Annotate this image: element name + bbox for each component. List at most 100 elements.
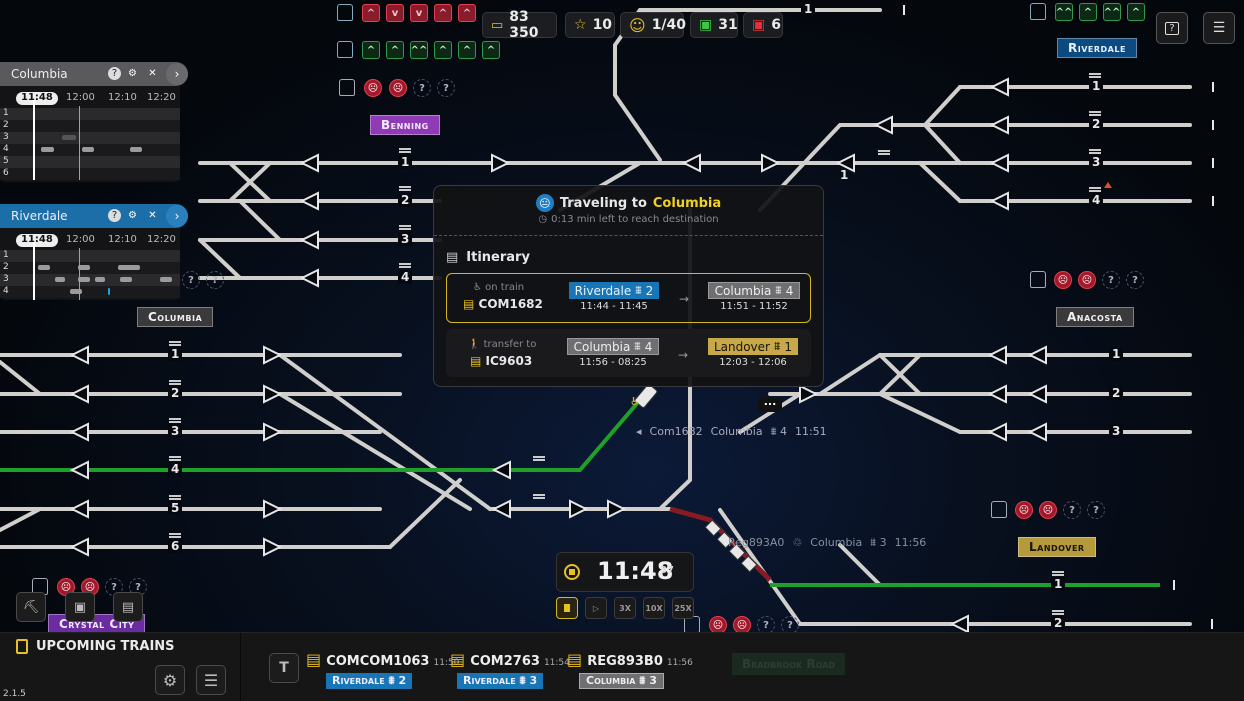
help-icon[interactable]: ? [108, 67, 121, 80]
station-label-benning[interactable]: Benning [370, 115, 440, 135]
timetable-header-riverdale[interactable]: Riverdale ? ⚙ ✕ › [0, 204, 188, 228]
play-button[interactable]: ▷ [585, 597, 607, 619]
platform-icon: ⩩ [770, 425, 777, 438]
unknown-passenger-icon: ? [413, 79, 431, 97]
help-icon: ? [1165, 21, 1179, 35]
platform-number: 3 [1089, 155, 1104, 169]
timetable-riverdale[interactable]: 11:48 12:00 12:10 12:20 1 2 3 4 [0, 228, 180, 300]
line-depot-icon[interactable] [337, 41, 353, 58]
gear-icon[interactable]: ⚙ [128, 68, 137, 79]
line-down-button[interactable]: v [410, 4, 428, 22]
line-up-button[interactable]: ^ [482, 41, 500, 59]
chip-button[interactable]: ▣ [65, 592, 95, 622]
rail-map[interactable]: ^ v v ^ ^ ^ ^ ^^ ^ ^ ^ ^^ ^ ^^ ^ ▭ 83 35… [0, 0, 1244, 632]
help-icon[interactable]: ? [108, 209, 121, 222]
station-building-icon[interactable] [1030, 271, 1046, 288]
line-up-button[interactable]: ^ [434, 4, 452, 22]
pause-button[interactable] [556, 597, 578, 619]
station-building-icon[interactable] [991, 501, 1007, 518]
line-up-button[interactable]: ^ [362, 41, 380, 59]
speed-3x-button[interactable]: 3X [614, 597, 636, 619]
game-clock: 11:48 37 [556, 552, 694, 592]
platform-number: 3 [1109, 424, 1124, 438]
recycle-icon: ♲ [792, 536, 803, 549]
itinerary-leg[interactable]: 🚶 transfer to ▤ IC9603 Columbia⩩4 11:56 … [446, 329, 811, 377]
line-double-up-button[interactable]: ^^ [410, 41, 428, 59]
platform-number: 1 [168, 347, 183, 361]
platform-marker-icon [533, 494, 545, 499]
line-up-button[interactable]: ^ [1079, 3, 1097, 21]
sad-passenger-icon: ☹ [1078, 271, 1096, 289]
stop-icon[interactable] [564, 564, 580, 580]
menu-button[interactable]: ☰ [1203, 12, 1235, 44]
platform-marker-icon [1089, 187, 1101, 192]
timetable-columbia[interactable]: 11:48 12:00 12:10 12:20 1 2 3 4 5 6 [0, 86, 180, 182]
filter-sliders-button[interactable]: ☰ [196, 665, 226, 695]
pause-icon [564, 604, 570, 612]
timetable-row: 6 [0, 168, 180, 180]
book-button[interactable]: ▤ [113, 592, 143, 622]
settings-copy-button[interactable]: ⚙ [155, 665, 185, 695]
passenger-info-popup[interactable]: 😐 Traveling to Columbia ◷0:13 min left t… [433, 185, 824, 387]
platform-marker-icon [169, 341, 181, 346]
close-icon[interactable]: ✕ [148, 210, 157, 221]
line-depot-icon[interactable] [337, 4, 353, 21]
speed-10x-button[interactable]: 10X [643, 597, 665, 619]
station-building-icon[interactable] [339, 79, 355, 96]
train-red-icon: ▣ [752, 17, 766, 33]
line-down-button[interactable]: v [386, 4, 404, 22]
unknown-passenger-icon: ? [757, 616, 775, 632]
unknown-passenger-icon: ? [437, 79, 455, 97]
unknown-passenger-icon: ? [206, 271, 224, 289]
line-up-button[interactable]: ^ [1127, 3, 1145, 21]
train-label-com1682[interactable]: ◂ Com1682 Columbia ⩩ 4 11:51 [636, 425, 827, 438]
timetable-row: 1 [0, 108, 180, 120]
station-label-anacosta[interactable]: Anacosta [1056, 307, 1134, 327]
platform-icon: ⩩ [773, 339, 781, 353]
train-icon: ▤ [567, 650, 583, 669]
itinerary-leg[interactable]: ♿ on train ▤ COM1682 Riverdale⩩2 11:44 -… [446, 273, 811, 323]
gear-icon[interactable]: ⚙ [128, 210, 137, 221]
more-button[interactable]: ... [758, 396, 782, 412]
line-up-button[interactable]: ^ [458, 41, 476, 59]
platform-number: 6 [168, 539, 183, 553]
train-label-reg893a0[interactable]: Reg893A0 ♲ Columbia ⩩ 3 11:56 [728, 536, 927, 549]
line-up-button[interactable]: ^ [386, 41, 404, 59]
line-up-button[interactable]: ^ [434, 41, 452, 59]
filter-t-button[interactable]: T [269, 653, 299, 683]
speed-25x-button[interactable]: 25X [672, 597, 694, 619]
line-depot-icon[interactable] [1030, 3, 1046, 20]
train-icon: ▤ [306, 650, 322, 669]
platform-icon: ⩩ [639, 673, 646, 687]
timetable-header-columbia[interactable]: Columbia ? ⚙ ✕ › [0, 62, 188, 86]
construction-button[interactable]: ⛏ [16, 592, 46, 622]
station-label-landover[interactable]: Landover [1018, 537, 1096, 557]
line-up-button[interactable]: ^ [362, 4, 380, 22]
timetable-row: 5 [0, 156, 180, 168]
train-icon: ▤ [463, 297, 475, 311]
platform-marker-icon [1089, 73, 1101, 78]
platform-marker-icon [1089, 149, 1101, 154]
sad-passenger-icon: ☹ [364, 79, 382, 97]
line-double-up-button[interactable]: ^^ [1055, 3, 1073, 21]
platform-number: 1 [1089, 79, 1104, 93]
station-label-bradbrook-road[interactable]: Bradbrook Road [732, 653, 846, 675]
construction-icon: ⛏ [22, 599, 40, 615]
sad-passenger-icon: ☹ [1039, 501, 1057, 519]
station-label-riverdale[interactable]: Riverdale [1057, 38, 1137, 58]
close-icon[interactable]: ✕ [148, 68, 157, 79]
line-double-up-button[interactable]: ^^ [1103, 3, 1121, 21]
clock-icon: ◷ [538, 214, 548, 225]
leg-departure: Riverdale⩩2 11:44 - 11:45 [563, 282, 665, 312]
line-up-button[interactable]: ^ [458, 4, 476, 22]
help-button[interactable]: ? [1156, 12, 1188, 44]
chevron-right-icon[interactable]: › [166, 63, 188, 85]
platform-marker-icon [399, 186, 411, 191]
happiness-counter: ☺ 1/40 [620, 12, 686, 38]
station-label-columbia[interactable]: Columbia [137, 307, 214, 327]
gear-document-icon: ⚙ [162, 670, 178, 690]
chevron-right-icon[interactable]: › [166, 205, 188, 227]
